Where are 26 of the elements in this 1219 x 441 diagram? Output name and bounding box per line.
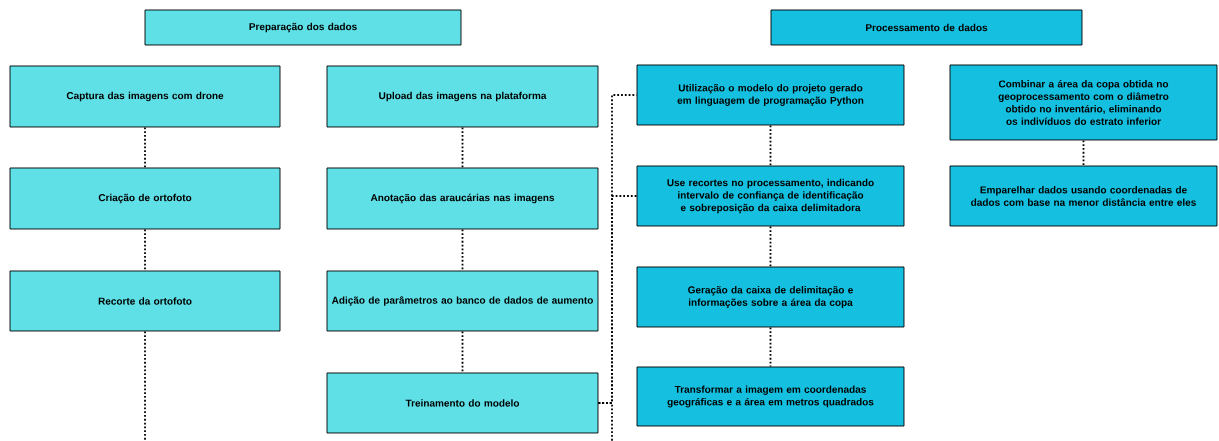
- process-box: Transformar a imagem em coordenadas geográficas e a área em metros quadrados: [636, 366, 905, 427]
- connector-line: [461, 228, 464, 272]
- connector-line: [144, 330, 146, 441]
- connector-line: [1082, 139, 1085, 167]
- process-box: Recorte da ortofoto: [9, 270, 281, 332]
- process-box: Adição de parâmetros ao banco de dados de aumento: [326, 270, 599, 332]
- process-box: Captura das imagens com drone: [9, 65, 281, 128]
- connector-line: [769, 124, 772, 167]
- process-box: Geração da caixa de delimitação e informações sobre a área da copa: [636, 266, 905, 328]
- connector-line: [144, 126, 146, 169]
- connector-line: [769, 225, 772, 268]
- process-box: Treinamento do modelo: [326, 372, 599, 434]
- process-box: Utilização o modelo do projeto gerado em linguagem de programação Python: [636, 64, 905, 126]
- connector-line: [461, 330, 464, 374]
- process-box: Anotação das araucárias nas imagens: [326, 167, 599, 230]
- process-box: Emparelhar dados usando coordenadas de dados com base na menor distância entre eles: [949, 165, 1218, 227]
- connector-line: [144, 228, 146, 272]
- connector-line: [461, 126, 464, 169]
- process-box: Criação de ortofoto: [9, 167, 281, 230]
- connector-line: [597, 402, 613, 441]
- process-box: Combinar a área da copa obtida no geoprocessamento com o diâmetro obtido no inventário, eliminando os indivíduos do estrato inferior: [949, 64, 1218, 141]
- process-box: Upload das imagens na plataforma: [326, 65, 599, 128]
- connector-line: [769, 326, 772, 368]
- section-header: Processamento de dados: [770, 9, 1083, 46]
- section-header: Preparação dos dados: [144, 9, 462, 46]
- process-box: Use recortes no processamento, indicando intervalo de confiança de identificação e sobreposição da caixa delimitadora: [636, 165, 905, 227]
